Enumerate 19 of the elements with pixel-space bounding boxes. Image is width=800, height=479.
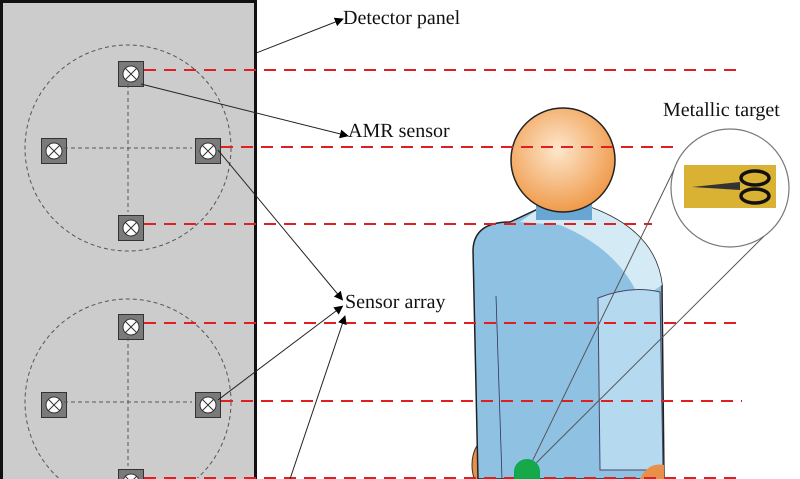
amr-sensor xyxy=(118,314,144,340)
target-label: Metallic target xyxy=(663,98,780,122)
callout-label: Sensor array xyxy=(345,290,447,314)
amr-sensor xyxy=(41,138,67,164)
detector-panel xyxy=(0,0,257,479)
amr-sensor xyxy=(195,138,221,164)
arrow xyxy=(140,84,349,138)
amr-sensor xyxy=(118,61,144,87)
arrow xyxy=(256,18,344,54)
arrow xyxy=(218,306,344,400)
amr-sensor xyxy=(118,215,144,241)
arrow xyxy=(290,315,347,479)
callout-label: AMR sensor xyxy=(348,119,451,143)
amr-sensor xyxy=(41,392,67,418)
amr-sensor xyxy=(195,392,221,418)
leader-line xyxy=(536,236,764,464)
amr-sensor xyxy=(118,469,144,479)
arrow xyxy=(218,150,344,301)
callout-label: Detector panel xyxy=(343,6,462,30)
